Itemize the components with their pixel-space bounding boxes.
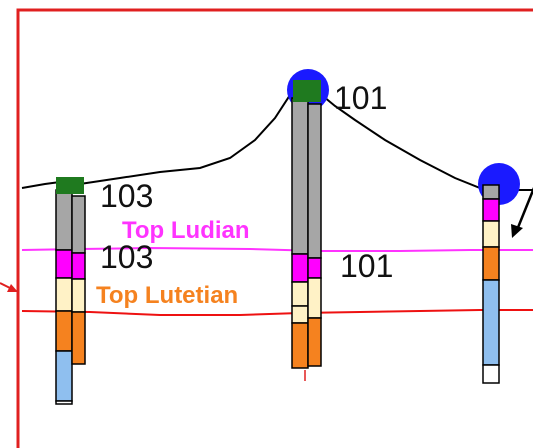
well-101-col2-magenta bbox=[307, 257, 322, 279]
well-103 bbox=[55, 177, 86, 405]
well-101-col2-beige bbox=[307, 277, 322, 319]
topography-line bbox=[21, 80, 533, 191]
well-103-marker-square bbox=[56, 177, 84, 194]
lutetian-horizon-line bbox=[21, 309, 533, 316]
well-103-col1-gray bbox=[55, 189, 73, 251]
well-right bbox=[478, 163, 520, 384]
arrow-icon-right bbox=[511, 187, 533, 238]
well-right-gray bbox=[482, 184, 500, 200]
lutetian-label: Top Lutetian bbox=[96, 282, 238, 309]
well-101-marker-square bbox=[293, 80, 321, 102]
well-101-col1-orange bbox=[291, 322, 309, 369]
well-101-label-mid: 101 bbox=[340, 248, 393, 284]
well-right-blue bbox=[482, 279, 500, 366]
well-101-col2-orange bbox=[307, 317, 322, 367]
ludian-horizon-line bbox=[21, 246, 533, 252]
well-101 bbox=[287, 69, 329, 381]
well-103-col2-beige bbox=[71, 278, 86, 313]
well-103-col2-orange bbox=[71, 311, 86, 365]
well-101-col1-beige2 bbox=[291, 305, 309, 324]
well-103-col1-base bbox=[55, 400, 73, 405]
well-right-beige bbox=[482, 220, 500, 248]
frame-border bbox=[16, 8, 533, 448]
well-101-col2-gray bbox=[307, 103, 322, 259]
well-right-base bbox=[482, 364, 500, 384]
well-103-col1-magenta bbox=[55, 249, 73, 279]
well-101-col1-magenta bbox=[291, 253, 309, 283]
well-103-label-mid: 103 bbox=[100, 239, 153, 275]
well-right-magenta bbox=[482, 198, 500, 222]
well-103-col1-blue bbox=[55, 350, 73, 402]
well-101-col1-gray bbox=[291, 97, 309, 255]
well-103-label-top: 103 bbox=[100, 178, 153, 214]
well-101-col1-beige bbox=[291, 281, 309, 307]
well-103-col2-gray bbox=[71, 195, 86, 254]
ludian-label: Top Ludian bbox=[122, 217, 250, 244]
well-101-label-top: 101 bbox=[334, 80, 387, 116]
well-right-orange bbox=[482, 246, 500, 281]
well-103-col1-beige bbox=[55, 277, 73, 312]
arrow-icon-left bbox=[0, 282, 18, 292]
well-103-col2-magenta bbox=[71, 252, 86, 280]
well-103-col1-orange bbox=[55, 310, 73, 352]
